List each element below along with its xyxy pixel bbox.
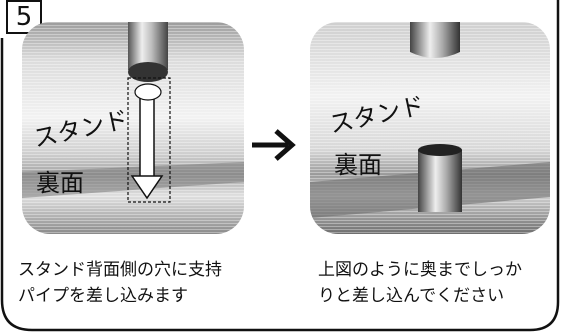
- right-caption-line2: りと差し込んでください: [318, 286, 505, 306]
- left-caption-line1: スタンド背面側の穴に支持: [18, 260, 222, 280]
- right-arrow-icon: [252, 129, 296, 161]
- left-illustration-panel: [22, 22, 244, 234]
- right-illustration-panel: [310, 22, 550, 234]
- left-caption-line2: パイプを差し込みます: [18, 286, 188, 306]
- right-panel-label-line2: 裏面: [334, 151, 382, 179]
- right-caption-line1: 上図のように奥までしっか: [318, 260, 522, 280]
- down-arrow-icon: [130, 83, 164, 200]
- left-panel-label-line2: 裏面: [36, 169, 84, 197]
